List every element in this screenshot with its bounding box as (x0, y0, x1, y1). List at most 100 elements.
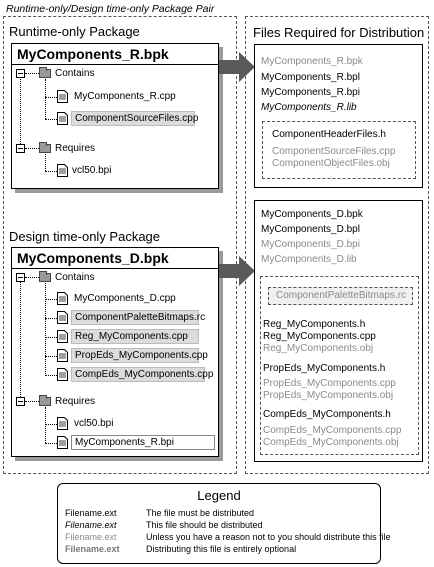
pair-caption: Runtime-only/Design time-only Package Pa… (6, 3, 215, 15)
collapse-requires-icon[interactable] (16, 397, 25, 406)
file-icon (57, 112, 68, 125)
tree-line (45, 318, 57, 319)
dist-file-unless: PropEds_MyComponents.cpp (263, 378, 396, 389)
legend-desc: Distributing this file is entirely optio… (146, 544, 297, 554)
dist-file-should: MyComponents_R.lib (261, 102, 357, 113)
dist-file-must: CompEds_MyComponents.h (263, 409, 391, 420)
arrow-runtime-to-distribution (219, 52, 255, 82)
legend-desc: The file must be distributed (146, 508, 255, 518)
file-item[interactable]: MyComponents_R.cpp (74, 91, 176, 102)
file-item[interactable]: MyComponents_D.cpp (74, 293, 176, 304)
file-item[interactable]: ComponentSourceFiles.cpp (71, 111, 198, 126)
file-item[interactable]: ComponentPaletteBitmaps.rc (71, 310, 205, 325)
dist-file-must: Reg_MyComponents.cpp (263, 331, 376, 342)
divider (12, 64, 218, 65)
tree-line (25, 401, 39, 402)
file-item[interactable]: vcl50.bpi (72, 165, 112, 176)
file-icon (57, 311, 68, 324)
collapse-contains-icon[interactable] (16, 273, 25, 282)
dist-file-unless: CompEds_MyComponents.cpp (263, 425, 402, 436)
tree-line (45, 299, 57, 300)
dist-file-must: ComponentHeaderFiles.h (272, 129, 386, 140)
design-distribution-box: MyComponents_D.bpk MyComponents_D.bpl My… (254, 200, 423, 462)
tree-line (45, 154, 46, 171)
file-item[interactable]: vcl50.bpi (74, 418, 114, 429)
tree-line (45, 119, 57, 120)
divider (12, 268, 218, 269)
component-files-group: ComponentHeaderFiles.h ComponentSourceFi… (262, 121, 416, 179)
requires-label: Requires (55, 143, 96, 154)
file-icon (57, 90, 68, 103)
tree-line (45, 443, 57, 444)
file-item[interactable]: Reg_MyComponents.cpp (71, 329, 199, 344)
dist-file-must: MyComponents_R.bpl (261, 72, 360, 83)
file-item[interactable]: CompEds_MyComponents.cpp (71, 367, 213, 382)
folder-icon (39, 67, 51, 78)
requires-label: Requires (55, 396, 96, 407)
file-item[interactable]: MyComponents_R.bpi (71, 435, 215, 450)
tree-line (45, 375, 57, 376)
dist-file-unless: MyComponents_D.lib (261, 254, 357, 265)
dist-file-unless: CompEds_MyComponents.obj (263, 437, 399, 448)
tree-line (45, 407, 46, 443)
legend-box: Legend Filename.ext The file must be dis… (57, 483, 391, 564)
folder-icon (39, 271, 51, 282)
tree-line (45, 337, 57, 338)
file-icon (57, 164, 68, 177)
tree-line (45, 424, 57, 425)
dist-file-must: MyComponents_R.bpi (261, 87, 360, 98)
design-package-name: MyComponents_D.bpk (17, 250, 169, 266)
distribution-title: Files Required for Distribution (253, 25, 425, 40)
legend-sample-must: Filename.ext (65, 508, 117, 518)
tree-line (25, 148, 39, 149)
folder-icon (39, 395, 51, 406)
dist-file-unless: MyComponents_R.bpk (261, 56, 363, 67)
legend-desc: This file should be distributed (146, 520, 263, 530)
dist-file-unless: ComponentPaletteBitmaps.rc (276, 290, 407, 301)
folder-icon (39, 142, 51, 153)
tree-line (25, 73, 39, 74)
runtime-section-title: Runtime-only Package (9, 24, 140, 39)
runtime-package-box: MyComponents_R.bpk Contains MyComponents… (11, 43, 219, 189)
arrow-design-to-distribution (219, 256, 255, 286)
package-pair-container (3, 16, 237, 474)
dist-file-unless: ComponentSourceFiles.cpp (272, 146, 396, 157)
legend-desc: Unless you have a reason not to you shou… (146, 532, 391, 542)
dist-file-unless: MyComponents_D.bpi (261, 239, 360, 250)
tree-line (25, 277, 39, 278)
file-item[interactable]: PropEds_MyComponents.cpp (71, 348, 208, 363)
collapse-requires-icon[interactable] (16, 144, 25, 153)
runtime-distribution-box: MyComponents_R.bpk MyComponents_R.bpl My… (254, 44, 423, 188)
legend-sample-unless: Filename.ext (65, 532, 117, 542)
design-section-title: Design time-only Package (9, 229, 161, 244)
dist-file-must: MyComponents_D.bpl (261, 224, 360, 235)
legend-title: Legend (197, 488, 241, 503)
file-icon (57, 368, 68, 381)
tree-line (45, 171, 57, 172)
tree-line (45, 356, 57, 357)
tree-line (20, 280, 21, 401)
legend-sample-should: Filename.ext (65, 520, 117, 530)
palette-bitmaps-group: ComponentPaletteBitmaps.rc (268, 287, 413, 305)
file-icon (57, 330, 68, 343)
distribution-container (245, 16, 429, 474)
dist-file-unless: Reg_MyComponents.obj (263, 343, 374, 354)
dist-file-must: Reg_MyComponents.h (263, 319, 366, 330)
file-icon (57, 292, 68, 305)
dist-file-must: PropEds_MyComponents.h (263, 363, 386, 374)
legend-sample-optional: Filename.ext (65, 544, 120, 554)
tree-line (45, 79, 46, 119)
runtime-package-name: MyComponents_R.bpk (17, 46, 169, 62)
dist-file-unless: PropEds_MyComponents.obj (263, 390, 394, 401)
contains-label: Contains (55, 68, 95, 79)
dist-file-must: MyComponents_D.bpk (261, 209, 363, 220)
contains-label: Contains (55, 272, 95, 283)
tree-line (45, 283, 46, 374)
design-component-group: ComponentPaletteBitmaps.rc Reg_MyCompone… (260, 276, 419, 455)
file-icon (57, 417, 68, 430)
dist-file-unless: ComponentObjectFiles.obj (272, 158, 390, 169)
tree-line (20, 76, 21, 148)
collapse-contains-icon[interactable] (16, 69, 25, 78)
file-icon (57, 349, 68, 362)
design-package-box: MyComponents_D.bpk Contains MyComponents… (11, 247, 219, 457)
